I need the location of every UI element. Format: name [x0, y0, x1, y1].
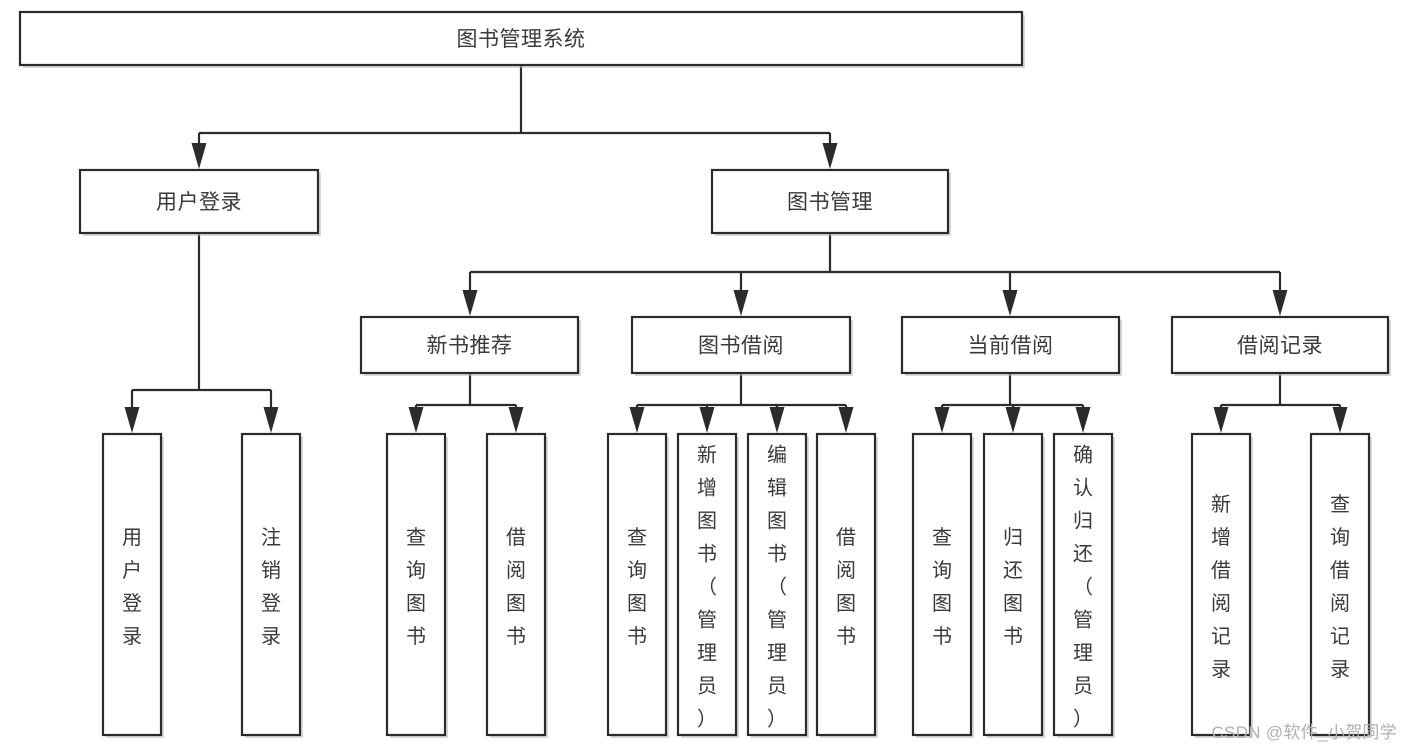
node-box-book-management[interactable]	[710, 168, 950, 235]
connector-borrowrecord-to-leaves	[1213, 373, 1348, 433]
arrow-head-icon	[629, 407, 645, 433]
connector-userlogin-to-leaves	[124, 233, 279, 433]
connector-bookmgmt-to-level3	[462, 233, 1288, 316]
arrow-head-icon	[508, 407, 524, 433]
node-box-book-borrow[interactable]	[630, 315, 852, 375]
watermark-label: CSDN @软件_小贺同学	[1211, 723, 1397, 742]
node-label-book-borrow: 图书借阅	[698, 335, 784, 358]
node-user-login[interactable]: 用户登录	[78, 168, 321, 236]
node-box-leaf-confirm-return-admin[interactable]	[1052, 432, 1114, 737]
node-box-new-book-recommend[interactable]	[359, 315, 580, 375]
node-label-leaf-user-logout: 注销登录	[261, 526, 281, 648]
node-label-new-book-recommend: 新书推荐	[427, 335, 513, 358]
node-box-current-borrow[interactable]	[900, 315, 1121, 375]
connector-root-to-level2	[191, 65, 838, 169]
node-leaf-query-borrow-record[interactable]: 查询借阅记录	[1309, 432, 1372, 738]
node-current-borrow[interactable]: 当前借阅	[900, 315, 1122, 376]
node-new-book-recommend[interactable]: 新书推荐	[359, 315, 581, 376]
connectors-layer	[124, 65, 1348, 433]
arrow-head-icon	[263, 407, 279, 433]
arrow-head-icon	[733, 290, 749, 316]
node-leaf-return-book[interactable]: 归还图书	[982, 432, 1045, 738]
arrow-head-icon	[1002, 290, 1018, 316]
node-box-leaf-add-borrow-record[interactable]	[1190, 432, 1252, 737]
arrow-head-icon	[934, 407, 950, 433]
node-label-leaf-query-book-current: 查询图书	[932, 526, 952, 648]
arrow-head-icon	[699, 407, 715, 433]
node-leaf-add-borrow-record[interactable]: 新增借阅记录	[1190, 432, 1253, 738]
arrow-head-icon	[124, 407, 140, 433]
node-box-leaf-add-book-admin[interactable]	[676, 432, 738, 737]
node-leaf-user-login[interactable]: 用户登录	[101, 432, 164, 738]
node-box-root[interactable]	[18, 10, 1024, 67]
node-label-book-management: 图书管理	[787, 191, 873, 214]
node-leaf-borrow-book[interactable]: 借阅图书	[815, 432, 878, 738]
arrow-head-icon	[838, 407, 854, 433]
node-box-leaf-query-borrow-record[interactable]	[1309, 432, 1371, 737]
node-box-leaf-borrow-book[interactable]	[815, 432, 877, 737]
arrow-head-icon	[1213, 407, 1229, 433]
arrow-head-icon	[769, 407, 785, 433]
node-box-leaf-return-book[interactable]	[982, 432, 1044, 737]
node-label-leaf-user-login: 用户登录	[122, 527, 142, 648]
nodes-layer: 图书管理系统用户登录图书管理新书推荐图书借阅当前借阅借阅记录用户登录注销登录查询…	[18, 10, 1391, 738]
node-book-management[interactable]: 图书管理	[710, 168, 951, 236]
node-box-leaf-user-logout[interactable]	[240, 432, 302, 737]
arrow-head-icon	[191, 143, 207, 169]
node-label-borrow-record: 借阅记录	[1237, 335, 1323, 358]
node-label-user-login: 用户登录	[156, 191, 242, 214]
arrow-head-icon	[1075, 407, 1091, 433]
node-leaf-query-book-current[interactable]: 查询图书	[911, 432, 974, 738]
node-box-leaf-borrow-book-rec[interactable]	[485, 432, 547, 737]
connector-newbook-to-leaves	[408, 373, 524, 433]
connector-bookborrow-to-leaves	[629, 373, 854, 433]
node-box-borrow-record[interactable]	[1170, 315, 1390, 375]
node-box-user-login[interactable]	[78, 168, 320, 235]
node-box-leaf-query-book-rec[interactable]	[385, 432, 447, 737]
arrow-head-icon	[1272, 290, 1288, 316]
node-label-leaf-add-borrow-record: 新增借阅记录	[1211, 493, 1231, 681]
node-box-leaf-query-book-current[interactable]	[911, 432, 973, 737]
node-label-leaf-return-book: 归还图书	[1003, 526, 1023, 648]
node-box-leaf-edit-book-admin[interactable]	[746, 432, 808, 737]
node-leaf-query-book-rec[interactable]: 查询图书	[385, 432, 448, 738]
node-label-leaf-query-book-borrow: 查询图书	[627, 526, 647, 648]
arrow-head-icon	[408, 407, 424, 433]
node-root[interactable]: 图书管理系统	[18, 10, 1025, 68]
arrow-head-icon	[1332, 407, 1348, 433]
node-leaf-query-book-borrow[interactable]: 查询图书	[606, 432, 669, 738]
node-box-leaf-query-book-borrow[interactable]	[606, 432, 668, 737]
node-label-leaf-query-borrow-record: 查询借阅记录	[1330, 493, 1350, 681]
arrow-head-icon	[1005, 407, 1021, 433]
node-leaf-confirm-return-admin[interactable]: 确认归还（管理员）	[1052, 432, 1115, 738]
node-label-leaf-edit-book-admin: 编辑图书（管理员）	[767, 444, 787, 731]
node-leaf-user-logout[interactable]: 注销登录	[240, 432, 303, 738]
node-leaf-borrow-book-rec[interactable]: 借阅图书	[485, 432, 548, 738]
node-label-leaf-borrow-book: 借阅图书	[836, 526, 856, 648]
arrow-head-icon	[822, 143, 838, 169]
node-label-leaf-borrow-book-rec: 借阅图书	[506, 526, 526, 648]
node-borrow-record[interactable]: 借阅记录	[1170, 315, 1391, 376]
arrow-head-icon	[462, 290, 478, 316]
node-box-leaf-user-login[interactable]	[101, 432, 163, 737]
node-book-borrow[interactable]: 图书借阅	[630, 315, 853, 376]
connector-currentborrow-to-leaves	[934, 373, 1091, 433]
node-label-leaf-confirm-return-admin: 确认归还（管理员）	[1073, 444, 1093, 731]
node-label-current-borrow: 当前借阅	[968, 335, 1054, 358]
node-label-leaf-query-book-rec: 查询图书	[406, 526, 426, 648]
node-leaf-edit-book-admin[interactable]: 编辑图书（管理员）	[746, 432, 809, 738]
node-label-root: 图书管理系统	[457, 28, 586, 51]
node-leaf-add-book-admin[interactable]: 新增图书（管理员）	[676, 432, 739, 738]
node-label-leaf-add-book-admin: 新增图书（管理员）	[697, 444, 717, 731]
